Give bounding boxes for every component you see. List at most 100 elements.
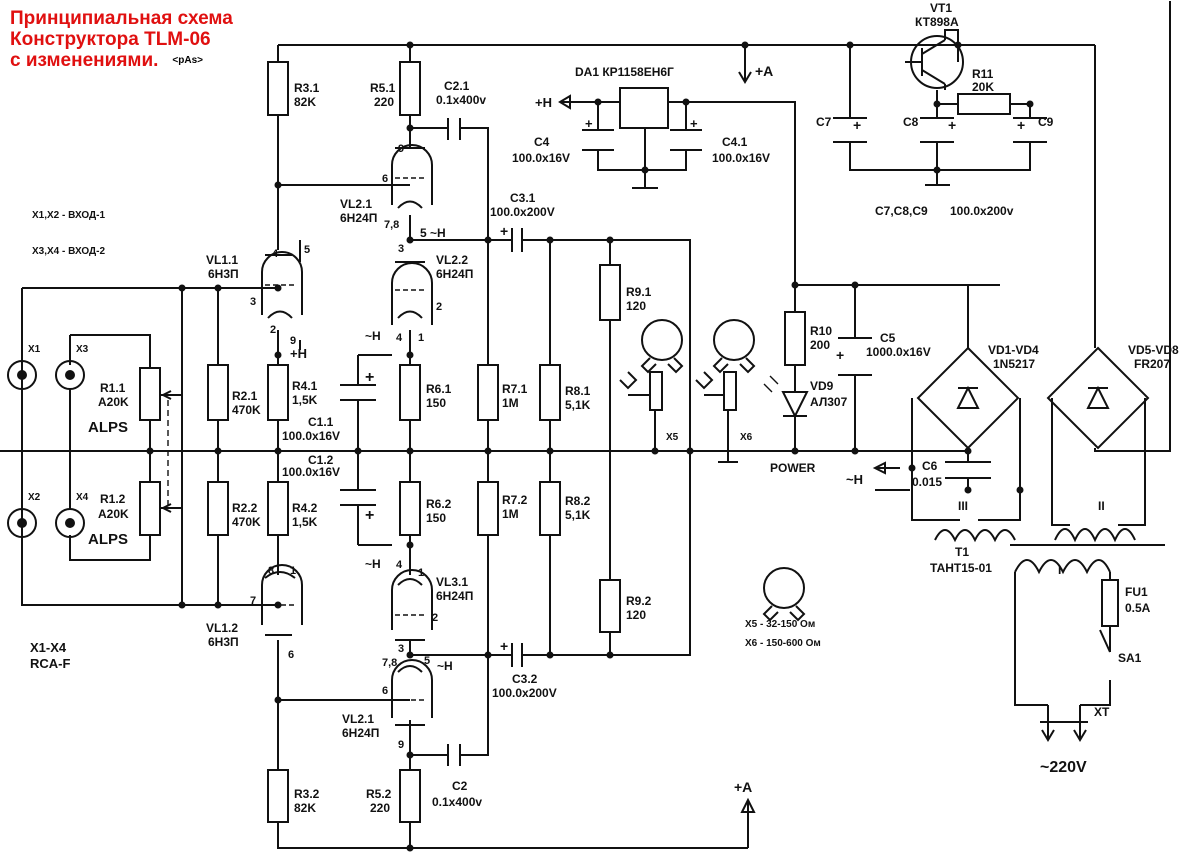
label-r10: R10	[810, 324, 832, 338]
labels: X1,X2 - ВХОД-1 X3,X4 - ВХОД-2 X1-X4 RCA-…	[28, 1, 1179, 815]
note-x5: X5 - 32-150 Ом	[745, 619, 815, 630]
label-r7-1: R7.1	[502, 382, 528, 396]
resistor-r6-1	[399, 364, 421, 421]
label-vl2-1-bottom: VL2.1	[342, 712, 374, 726]
label-c5: C5	[880, 331, 896, 345]
label-c1-1: C1.1	[308, 415, 334, 429]
rail-plus-a-top: +A	[755, 63, 773, 79]
pin-label: 3	[250, 296, 256, 308]
value-r2-1: 470K	[232, 403, 261, 417]
pin-label: 1	[418, 332, 424, 344]
label-vd1-vd4: VD1-VD4	[988, 343, 1039, 357]
svg-text:+: +	[836, 347, 844, 363]
resistor-r9-1	[599, 264, 621, 321]
svg-text:+: +	[1017, 117, 1025, 133]
label-vt1: VT1	[930, 1, 952, 15]
headphone-jack-x6	[713, 319, 755, 361]
label-sa1: SA1	[1118, 651, 1142, 665]
note-inputs-2: X3,X4 - ВХОД-2	[32, 246, 105, 257]
potentiometer-r1-1	[139, 367, 161, 421]
headphone-jack-legend	[763, 567, 805, 609]
pin-label: 6	[288, 649, 294, 661]
label-c9: C9	[1038, 115, 1054, 129]
rail-tilde-h-vl21: 5 ~H	[420, 226, 446, 240]
type-vl3-1: 6Н24П	[436, 589, 473, 603]
label-da1: DA1 КР1158ЕН6Г	[575, 65, 674, 79]
label-r3-2: R3.2	[294, 787, 320, 801]
pin-label: 4	[396, 332, 403, 344]
pin-label: 2	[270, 324, 276, 336]
type-vl2-1: 6Н24П	[340, 211, 377, 225]
note-connectors-1: X1-X4	[30, 640, 67, 655]
value-c3-2: 100.0x200V	[492, 686, 557, 700]
fuse-fu1	[1101, 579, 1119, 627]
label-c7: C7	[816, 115, 832, 129]
note-mains: ~220V	[1040, 759, 1087, 776]
label-r4-2: R4.2	[292, 501, 318, 515]
title-line-2: Конструктора TLM-06	[10, 29, 211, 50]
led-vd9	[781, 391, 809, 419]
pin-label: 2	[432, 612, 438, 624]
note-hv-caps: C7,C8,C9	[875, 204, 928, 218]
value-r6-2: 150	[426, 511, 446, 525]
pin-label: 3	[398, 643, 404, 655]
svg-text:+: +	[690, 116, 698, 131]
value-r1-1: A20K	[98, 395, 129, 409]
value-r9-1: 120	[626, 299, 646, 313]
pin-label: 9	[398, 143, 404, 155]
tube-symbols	[261, 140, 433, 726]
value-r2-2: 470K	[232, 515, 261, 529]
value-r10: 200	[810, 338, 830, 352]
pin-label: 9	[398, 739, 404, 751]
label-c3-2: C3.2	[512, 672, 538, 686]
label-r7-2: R7.2	[502, 493, 528, 507]
value-c1-2: 100.0x16V	[282, 465, 340, 479]
label-r8-1: R8.1	[565, 384, 591, 398]
value-r6-1: 150	[426, 396, 446, 410]
value-c1-1: 100.0x16V	[282, 429, 340, 443]
semiconductors	[619, 29, 1150, 450]
label-xt: XT	[1094, 705, 1110, 719]
regulator-da1	[619, 87, 669, 129]
svg-text:+: +	[500, 223, 508, 239]
label-vl3-1: VL3.1	[436, 575, 468, 589]
label-r5-1: R5.1	[370, 81, 396, 95]
rail-plus-h-2: +H	[290, 346, 307, 361]
potentiometer-r1-2	[139, 481, 161, 536]
value-r8-1: 5,1K	[565, 398, 591, 412]
pin-label: 1	[290, 565, 296, 577]
label-r1-2: R1.2	[100, 492, 126, 506]
brand-r1-2: ALPS	[88, 531, 128, 548]
winding-i: I	[1058, 563, 1061, 577]
label-x4: X4	[76, 492, 89, 503]
polarity-marks: + + + + + + + + + +	[365, 116, 1025, 654]
value-r1-2: A20K	[98, 507, 129, 521]
label-c2-1: C2.1	[444, 79, 470, 93]
value-c2-1: 0.1x400v	[436, 93, 486, 107]
resistor-r9-2	[599, 579, 621, 633]
brand-r1-1: ALPS	[88, 419, 128, 436]
connectors	[7, 319, 1119, 742]
value-c4-1: 100.0x16V	[712, 151, 770, 165]
type-vt1: КТ898А	[915, 15, 959, 29]
pin-label: 6	[382, 685, 388, 697]
pin-label: 5	[424, 655, 430, 667]
resistor-r8-2	[539, 481, 561, 536]
label-c3-1: C3.1	[510, 191, 536, 205]
mains-plug-xt	[1040, 705, 1088, 742]
diagram-title: Принципиальная схема Конструктора TLM-06…	[10, 8, 233, 71]
switch-sa1	[1099, 629, 1111, 653]
label-r2-2: R2.2	[232, 501, 258, 515]
capacitor-symbols	[340, 117, 1047, 766]
junction-dots	[146, 41, 1034, 852]
label-x5: X5	[666, 432, 679, 443]
resistor-r2-2	[207, 481, 229, 536]
resistor-r5-2	[399, 769, 421, 823]
label-r6-2: R6.2	[426, 497, 452, 511]
rail-plus-a-bottom: +A	[734, 779, 752, 795]
type-vd1-vd4: 1N5217	[993, 357, 1035, 371]
resistor-r2-1	[207, 364, 229, 421]
type-t1: ТАНТ15-01	[930, 561, 992, 575]
pin-label: 1	[418, 567, 424, 579]
svg-text:+: +	[500, 638, 508, 654]
